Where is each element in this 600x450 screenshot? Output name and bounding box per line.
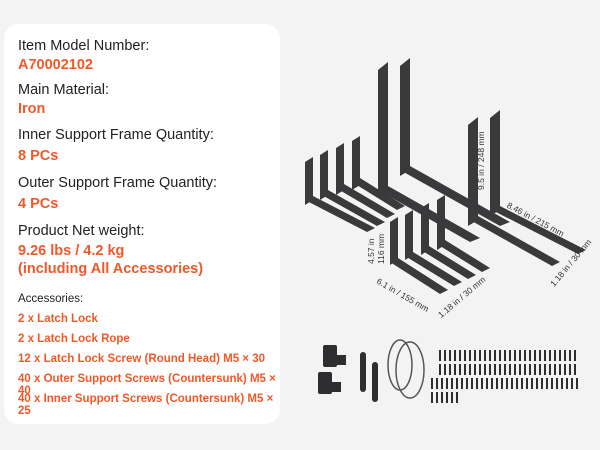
material-value: Iron <box>18 101 46 117</box>
screws <box>431 350 578 403</box>
accessory-item: 12 x Latch Lock Screw (Round Head) M5 × … <box>18 353 266 365</box>
dim-outer-height: 9.5 in / 248 mm <box>476 131 486 190</box>
dim-inner-height: 4.57 in <box>366 238 376 264</box>
weight-label: Product Net weight: <box>18 223 145 239</box>
outer-qty-label: Outer Support Frame Quantity: <box>18 175 218 191</box>
material-label: Main Material: <box>18 82 110 98</box>
model-value: A70002102 <box>18 57 93 73</box>
outer-qty-value: 4 PCs <box>18 196 59 212</box>
inner-qty-value: 8 PCs <box>18 148 59 164</box>
spec-card: Item Model Number: A70002102 Main Materi… <box>4 24 280 424</box>
weight-value: 9.26 lbs / 4.2 kg <box>18 243 125 259</box>
accessories-illustration <box>318 339 425 402</box>
accessory-item: 40 x Inner Support Screws (Countersunk) … <box>18 393 274 417</box>
weight-note: (including All Accessories) <box>18 261 204 277</box>
inner-qty-label: Inner Support Frame Quantity: <box>18 127 214 143</box>
model-label: Item Model Number: <box>18 38 150 54</box>
accessories-heading: Accessories: <box>18 293 84 305</box>
dim-inner-height-mm: 116 mm <box>376 233 386 264</box>
accessory-item: 2 x Latch Lock Rope <box>18 333 130 345</box>
outer-brackets <box>378 58 586 266</box>
accessory-item: 40 x Outer Support Screws (Countersunk) … <box>18 373 276 397</box>
inner-brackets <box>305 136 490 294</box>
accessory-item: 2 x Latch Lock <box>18 313 98 325</box>
